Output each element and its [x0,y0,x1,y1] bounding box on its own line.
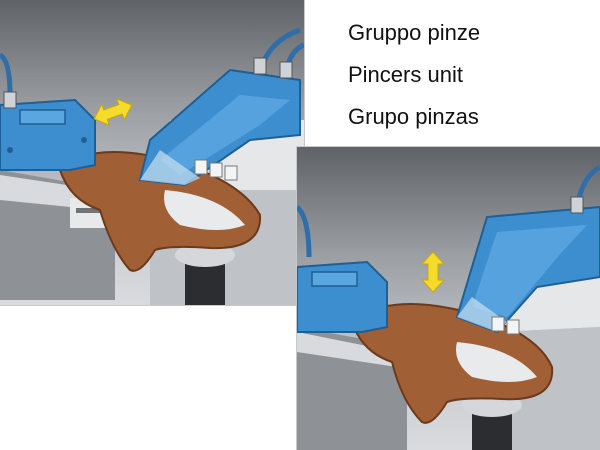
caption-english: Pincers unit [348,62,463,87]
pincers-unit-highlight [472,225,587,317]
pincers-illustration-a [0,27,304,305]
double-arrow-horizontal-icon [93,98,133,126]
illustration-horizontal [0,0,304,305]
hose-fitting [253,57,267,75]
block [491,316,505,332]
double-arrow-vertical-icon [420,251,446,293]
clamp-bolt [81,137,87,143]
left-rail-top [297,332,397,367]
hose-fitting [3,91,17,109]
block [224,165,238,181]
air-hose [0,52,13,96]
shoe-last [164,190,245,230]
rail-slot-gap [76,208,104,213]
block [194,159,208,175]
hose-fitting [279,61,293,79]
clamp-bolt [7,147,13,153]
hose-fitting [570,196,584,214]
pincers-illustration-b [297,164,600,450]
caption-italian: Gruppo pinze [348,20,481,45]
clamp-plate [19,109,66,125]
block [209,162,223,178]
clamp-plate [311,271,358,287]
caption-spanish: Grupo pinzas [348,104,479,129]
pincers-unit-highlight [160,95,290,175]
air-hose [297,205,312,258]
illustration-vertical [297,147,600,450]
block [506,319,520,335]
pincer-jaw-transparent [140,150,200,185]
shoe-last [456,342,537,382]
